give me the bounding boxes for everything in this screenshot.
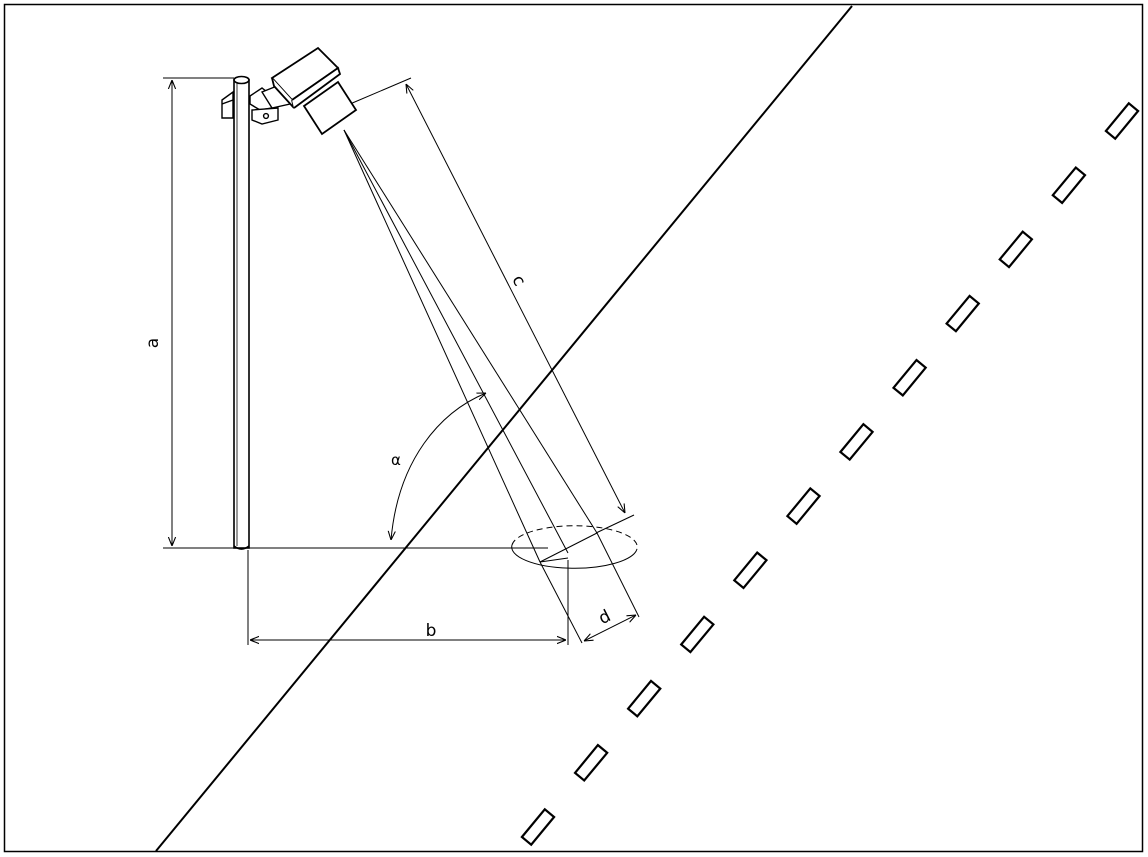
label-d: d (595, 606, 614, 629)
lane-dash (785, 486, 822, 526)
lane-dash (626, 679, 662, 718)
lane-dash (1051, 165, 1087, 205)
lane-dash (891, 358, 928, 397)
label-c: c (507, 272, 529, 289)
lane-dash (838, 422, 875, 462)
pole (233, 75, 250, 550)
label-a: a (143, 338, 163, 348)
lane-dash (945, 294, 981, 333)
dimension-a (163, 77, 234, 549)
dimension-d (539, 532, 640, 644)
beam-spot (511, 525, 638, 569)
lane-dash (998, 230, 1034, 269)
lane-dash (732, 551, 769, 590)
luminaire-head (270, 46, 358, 136)
dimension-b (247, 550, 569, 645)
label-alpha: α (391, 451, 401, 469)
dimension-c (349, 77, 635, 534)
light-beam (343, 129, 598, 563)
road-edge-line (155, 5, 853, 852)
lane-dash (573, 743, 609, 783)
lane-dash (520, 807, 556, 847)
label-b: b (426, 621, 437, 641)
angle-arc (391, 393, 486, 540)
lane-dash (1104, 101, 1140, 141)
drawing-frame (3, 3, 1144, 853)
lane-dash (679, 615, 715, 654)
lane-center-dashes (520, 101, 1140, 847)
